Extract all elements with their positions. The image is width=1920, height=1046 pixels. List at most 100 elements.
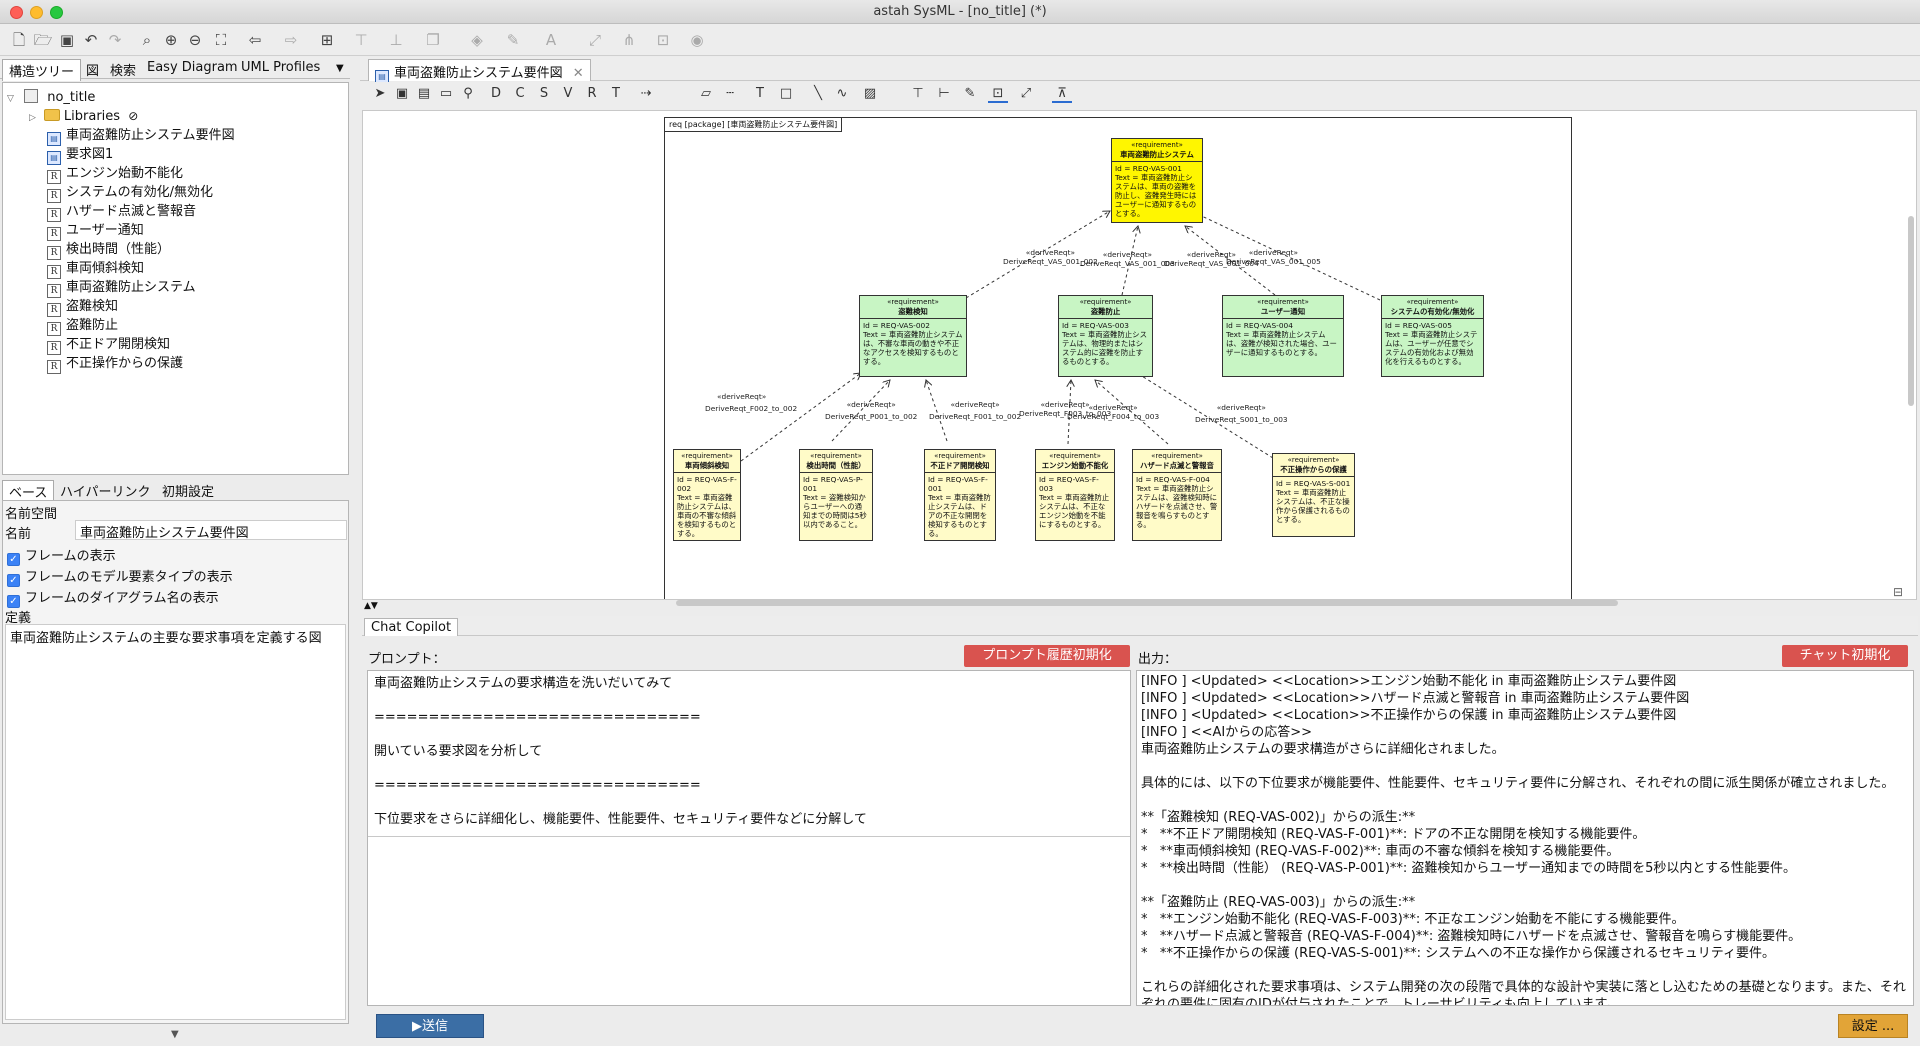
package-tool-icon[interactable]: ▭ (436, 86, 456, 101)
back-arrow-icon[interactable]: ⇦ (244, 29, 266, 51)
requirement-004[interactable]: «requirement»ユーザー通知 Id = REQ-VAS-004 Tex… (1222, 295, 1344, 377)
arrange-icon[interactable]: ❐ (422, 29, 444, 51)
grid-icon[interactable]: ⊞ (316, 29, 338, 51)
save-icon[interactable]: ▣ (56, 29, 78, 51)
fit-view-icon[interactable]: ⛶ (210, 29, 232, 51)
tree-item[interactable]: Rシステムの有効化/無効化 (47, 183, 213, 202)
chevron-down-icon[interactable]: ▼ (336, 63, 344, 74)
dashed-line-tool-icon[interactable]: ┄ (720, 86, 740, 101)
refine-tool-icon[interactable]: R (582, 86, 602, 101)
tree-item[interactable]: Rエンジン始動不能化 (47, 164, 183, 183)
undo-icon[interactable]: ↶ (80, 29, 102, 51)
curve-tool-icon[interactable]: ∿ (832, 86, 852, 101)
edge-label-f002[interactable]: «deriveReqt»DeriveReqt_F002_to_002 (705, 392, 797, 413)
group-icon[interactable]: ⊡ (652, 29, 674, 51)
align-top-icon[interactable]: ⊤ (350, 29, 372, 51)
tab-uml-profiles[interactable]: UML Profiles (235, 59, 326, 76)
prompt-area[interactable]: 車両盗難防止システムの要求構造を洗いだいてみて ================… (367, 670, 1131, 1006)
checkbox-show-frame[interactable]: ✓フレームの表示 (7, 545, 116, 566)
layout-tool-icon[interactable]: ⊼ (1052, 86, 1072, 103)
trace-tool-icon[interactable]: T (606, 86, 626, 101)
requirement-002[interactable]: «requirement»盗難検知 Id = REQ-VAS-002 Text … (859, 295, 967, 377)
collapse-up-icon[interactable]: ▲▼ (364, 601, 378, 611)
rectangle-tool-icon[interactable]: □ (776, 86, 796, 101)
tree-item-libraries[interactable]: ▷Libraries ⊘ (29, 107, 138, 126)
tree-item[interactable]: R不正操作からの保護 (47, 354, 183, 373)
pin-icon[interactable]: ✎ (960, 86, 980, 101)
tab-diagram-editor[interactable]: ▤車両盗難防止システム要件図 ✕ (368, 59, 591, 81)
edge-label-f004[interactable]: «deriveReqt»DeriveReqt_F004_to_003 (1067, 403, 1159, 421)
select-pointer-icon[interactable]: ➤ (370, 86, 390, 101)
checkbox-show-diagram-name[interactable]: ✓フレームのダイアグラム名の表示 (7, 587, 219, 608)
edge-label-f001[interactable]: «deriveReqt»DeriveReqt_F001_to_002 (929, 400, 1021, 421)
checkbox-show-model-type[interactable]: ✓フレームのモデル要素タイプの表示 (7, 566, 233, 587)
text-tool-icon[interactable]: T (750, 86, 770, 101)
expand-arrow-icon[interactable]: ▽ (7, 94, 14, 104)
globe-icon[interactable]: ◉ (686, 29, 708, 51)
tree-item[interactable]: ▤車両盗難防止システム要件図 (47, 126, 235, 145)
edge-label-003[interactable]: «deriveReqt»DeriveReqt_VAS_001_003 (1080, 250, 1175, 268)
output-area[interactable]: [INFO ] <Updated> <<Location>>エンジン始動不能化 … (1136, 670, 1914, 1006)
tree-root[interactable]: ▽ no_title (7, 88, 95, 107)
image-tool-icon[interactable]: ▨ (860, 86, 880, 101)
redo-icon[interactable]: ↷ (104, 29, 126, 51)
satisfy-tool-icon[interactable]: S (534, 86, 554, 101)
tab-base[interactable]: ベース (2, 480, 54, 502)
edge-label-005[interactable]: «deriveReqt»DeriveReqt_VAS_001_005 (1226, 248, 1321, 266)
settings-button[interactable]: 設定 ... (1838, 1014, 1908, 1038)
edge-label-p001[interactable]: «deriveReqt»DeriveReqt_P001_to_002 (825, 400, 917, 421)
definition-textarea[interactable]: 車両盗難防止システムの主要な要求事項を定義する図 (5, 624, 346, 1020)
requirement-f001[interactable]: «requirement»不正ドア開閉検知 Id = REQ-VAS-F-001… (924, 449, 996, 541)
tree-item[interactable]: Rユーザー通知 (47, 221, 144, 240)
requirement-003[interactable]: «requirement»盗難防止 Id = REQ-VAS-003 Text … (1058, 295, 1153, 377)
tree-item[interactable]: R盗難防止 (47, 316, 118, 335)
pin-tool-icon[interactable]: ⚲ (458, 86, 478, 101)
overview-icon[interactable]: ⊟ (1893, 585, 1903, 599)
layout-icon[interactable]: ⋔ (618, 29, 640, 51)
tab-initial-settings[interactable]: 初期設定 (156, 480, 220, 501)
resize-icon[interactable]: ⤢ (1016, 86, 1036, 101)
requirement-tool-icon[interactable]: ▣ (392, 86, 412, 101)
line-style-icon[interactable]: ⤢ (584, 29, 606, 51)
zoom-icon[interactable]: ⌕ (136, 29, 158, 51)
dependency-tool-icon[interactable]: ⇢ (636, 86, 656, 101)
tree-item[interactable]: ▤要求図1 (47, 145, 113, 164)
tree-item[interactable]: Rハザード点滅と警報音 (47, 202, 196, 221)
collapse-arrow-icon[interactable]: ▷ (29, 113, 36, 123)
requirement-p001[interactable]: «requirement»検出時間（性能） Id = REQ-VAS-P-001… (799, 449, 873, 541)
send-button[interactable]: ▶送信 (376, 1014, 484, 1038)
align-middle-icon[interactable]: ⊥ (385, 29, 407, 51)
panel-splitter[interactable]: ▲▼ (360, 602, 1920, 612)
zoom-out-icon[interactable]: ⊖ (184, 29, 206, 51)
tree-item[interactable]: R不正ドア開閉検知 (47, 335, 170, 354)
align-vertical-icon[interactable]: ⊤ (908, 86, 928, 101)
open-folder-icon[interactable]: 🗁 (32, 29, 54, 51)
chevron-down-icon[interactable]: ▼ (171, 1029, 179, 1040)
chat-reset-button[interactable]: チャット初期化 (1782, 645, 1908, 667)
derive-tool-icon[interactable]: D (486, 86, 506, 101)
tab-structure-tree[interactable]: 構造ツリー (2, 59, 81, 81)
requirement-f002[interactable]: «requirement»車両傾斜検知 Id = REQ-VAS-F-002 T… (673, 449, 741, 541)
requirement-f003[interactable]: «requirement»エンジン始動不能化 Id = REQ-VAS-F-00… (1035, 449, 1115, 541)
tab-easy-diagram[interactable]: Easy Diagram (141, 59, 244, 76)
note-tool-icon[interactable]: ▱ (696, 86, 716, 101)
close-tab-icon[interactable]: ✕ (573, 66, 584, 81)
diagram-canvas[interactable]: req [package] [車両盗難防止システム要件図] «requireme… (362, 110, 1917, 600)
name-field[interactable]: 車両盗難防止システム要件図 (75, 520, 347, 540)
align-horizontal-icon[interactable]: ⊢ (934, 86, 954, 101)
tab-diagram[interactable]: 図 (80, 59, 105, 80)
prompt-history-reset-button[interactable]: プロンプト履歴初期化 (964, 645, 1130, 667)
font-color-icon[interactable]: A (540, 29, 562, 51)
text-box-tool-icon[interactable]: ▤ (414, 86, 434, 101)
tree-item[interactable]: R車両傾斜検知 (47, 259, 144, 278)
requirement-f004[interactable]: «requirement»ハザード点滅と警報音 Id = REQ-VAS-F-0… (1132, 449, 1222, 541)
copy-tool-icon[interactable]: C (510, 86, 530, 101)
line-color-icon[interactable]: ✎ (502, 29, 524, 51)
zoom-in-icon[interactable]: ⊕ (160, 29, 182, 51)
tab-hyperlink[interactable]: ハイパーリンク (54, 480, 156, 501)
requirement-005[interactable]: «requirement»システムの有効化/無効化 Id = REQ-VAS-0… (1381, 295, 1484, 377)
tab-chat-copilot[interactable]: Chat Copilot (364, 618, 458, 636)
tree-item[interactable]: R盗難検知 (47, 297, 118, 316)
requirement-s001[interactable]: «requirement»不正操作からの保護 Id = REQ-VAS-S-00… (1272, 453, 1355, 537)
verify-tool-icon[interactable]: V (558, 86, 578, 101)
